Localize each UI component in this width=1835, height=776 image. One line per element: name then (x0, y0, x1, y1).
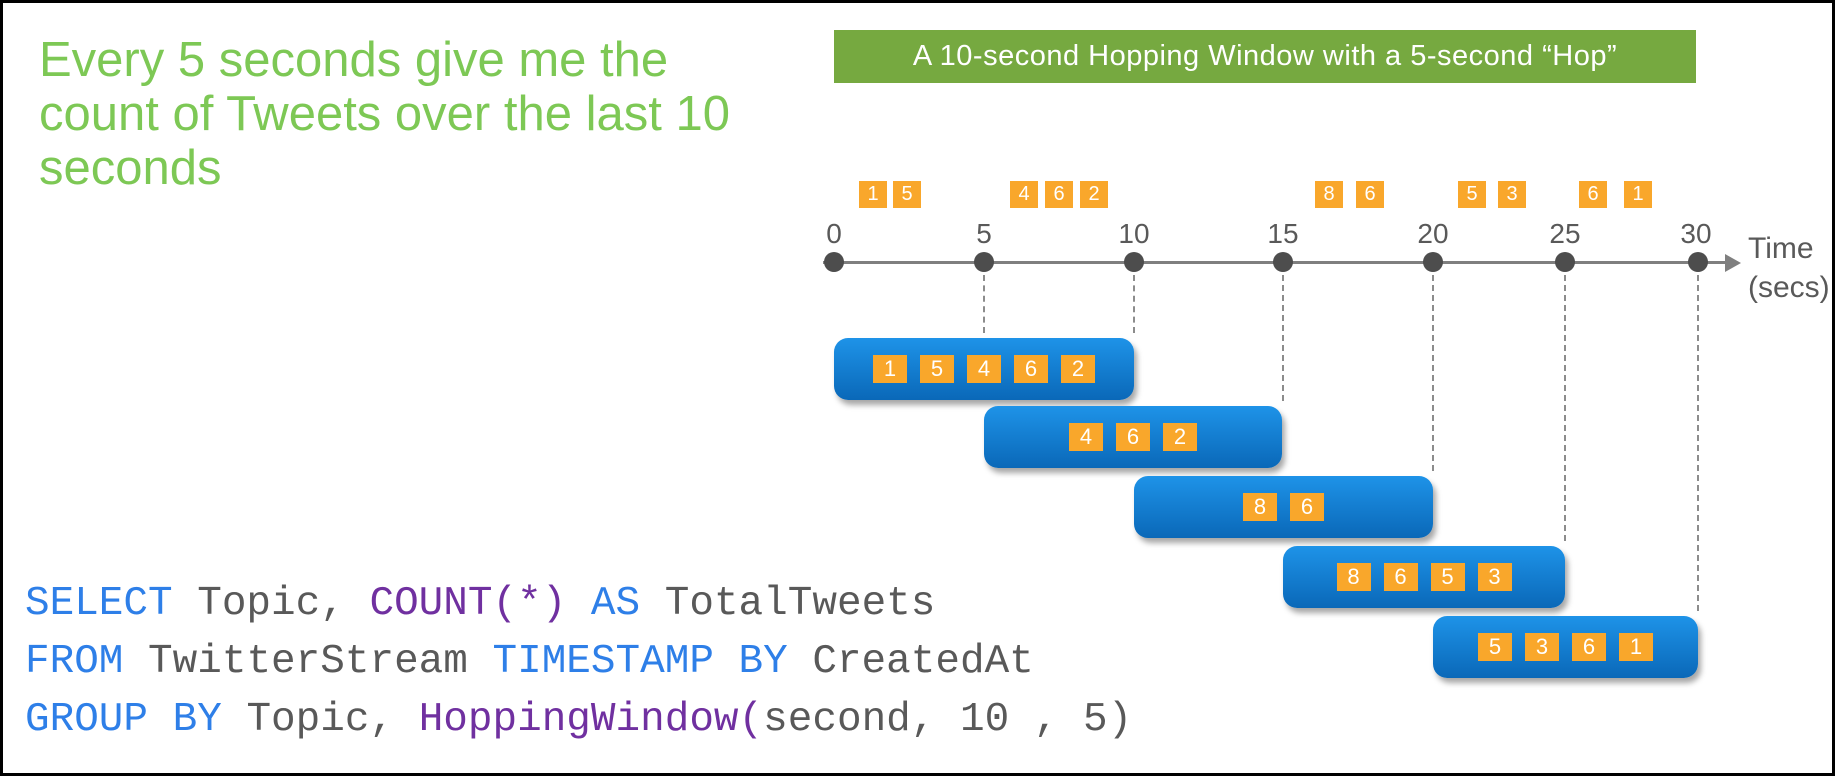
window-chip: 1 (873, 355, 907, 383)
axis-unit-label-time: Time (1748, 232, 1814, 265)
event-chip: 8 (1315, 181, 1343, 208)
headline-line-3: seconds (39, 141, 222, 195)
sql-function: HoppingWindow( (418, 697, 764, 743)
sql-function: COUNT(*) (369, 581, 567, 627)
tick-label-25: 25 (1549, 218, 1581, 249)
time-axis-arrow-icon (1725, 254, 1741, 272)
sql-line-from: FROM TwitterStream TIMESTAMP BY CreatedA… (25, 633, 1132, 691)
tick-label-5: 5 (976, 218, 992, 249)
tick-label-0: 0 (826, 218, 842, 249)
axis-dot (824, 252, 844, 272)
event-chip: 6 (1356, 181, 1384, 208)
sql-keyword: FROM (25, 639, 124, 685)
window-chip: 2 (1163, 423, 1197, 451)
tick-label-30: 30 (1680, 218, 1712, 249)
event-chip: 5 (893, 181, 921, 208)
dropline-10 (1133, 275, 1135, 333)
window-chip: 6 (1383, 563, 1418, 591)
window-chip: 8 (1336, 563, 1371, 591)
dropline-15 (1282, 275, 1284, 401)
window-chip: 5 (1478, 633, 1512, 661)
window-chip: 4 (1069, 423, 1103, 451)
tick-label-10: 10 (1118, 218, 1150, 249)
event-chip: 3 (1498, 181, 1526, 208)
sql-identifier: TwitterStream (123, 639, 493, 685)
sql-keyword: SELECT (25, 581, 173, 627)
sql-identifier: CreatedAt (787, 639, 1034, 685)
sql-identifier: second, 10 , 5) (763, 697, 1133, 743)
window-chip: 5 (1430, 563, 1465, 591)
dropline-30 (1697, 275, 1699, 611)
event-chip: 1 (859, 181, 887, 208)
axis-dot (1555, 252, 1575, 272)
sql-keyword: TIMESTAMP BY (492, 639, 788, 685)
window-chip: 2 (1061, 355, 1095, 383)
sql-line-select: SELECT Topic, COUNT(*) AS TotalTweets (25, 575, 1132, 633)
axis-dot (1688, 252, 1708, 272)
event-chip: 6 (1579, 181, 1607, 208)
window-chip: 3 (1525, 633, 1559, 661)
window-chip: 3 (1477, 563, 1512, 591)
dropline-25 (1564, 275, 1566, 541)
window-chip: 4 (967, 355, 1001, 383)
window-chip: 6 (1116, 423, 1150, 451)
axis-dot (1423, 252, 1443, 272)
hopping-window-10-20: 8 6 (1134, 476, 1433, 538)
sql-query: SELECT Topic, COUNT(*) AS TotalTweets FR… (25, 575, 1132, 749)
event-chip: 2 (1080, 181, 1108, 208)
event-chip: 4 (1010, 181, 1038, 208)
dropline-5 (983, 275, 985, 333)
sql-line-groupby: GROUP BY Topic, HoppingWindow(second, 10… (25, 691, 1132, 749)
window-chip: 8 (1243, 493, 1277, 521)
event-chip: 1 (1624, 181, 1652, 208)
axis-dot (1124, 252, 1144, 272)
sql-keyword: GROUP BY (25, 697, 222, 743)
event-chip: 5 (1458, 181, 1486, 208)
axis-dot (1273, 252, 1293, 272)
dropline-20 (1432, 275, 1434, 471)
window-chip: 1 (1619, 633, 1653, 661)
hopping-window-0-10: 1 5 4 6 2 (834, 338, 1134, 400)
window-chip: 6 (1572, 633, 1606, 661)
event-chip: 6 (1045, 181, 1073, 208)
hopping-window-5-15: 4 6 2 (984, 406, 1282, 468)
sql-identifier: Topic, (172, 581, 370, 627)
sql-identifier: TotalTweets (664, 581, 936, 627)
axis-dot (974, 252, 994, 272)
hopping-window-15-25: 8 6 5 3 (1283, 546, 1565, 608)
sql-keyword: AS (566, 581, 665, 627)
tick-label-15: 15 (1267, 218, 1299, 249)
window-chip: 6 (1290, 493, 1324, 521)
sql-identifier: Topic, (221, 697, 419, 743)
headline: Every 5 seconds give me the count of Twe… (39, 33, 730, 195)
axis-unit-label: Time (secs) (1748, 229, 1830, 307)
window-chip: 5 (920, 355, 954, 383)
headline-line-1: Every 5 seconds give me the (39, 33, 669, 87)
hopping-window-20-30: 5 3 6 1 (1433, 616, 1698, 678)
headline-line-2: count of Tweets over the last 10 (39, 87, 730, 141)
axis-unit-label-secs: (secs) (1748, 271, 1830, 304)
banner-title: A 10-second Hopping Window with a 5-seco… (834, 30, 1696, 83)
tick-label-20: 20 (1417, 218, 1449, 249)
window-chip: 6 (1014, 355, 1048, 383)
